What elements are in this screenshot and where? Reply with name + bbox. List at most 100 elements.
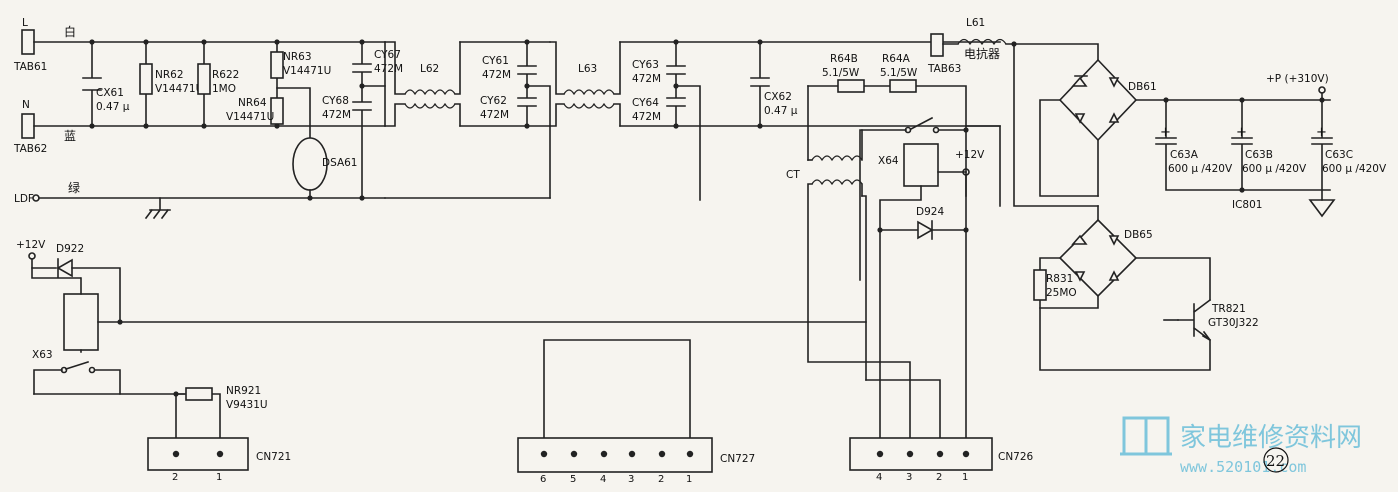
capacitor-cy67-cy68: CY67 472M CY68 472M bbox=[322, 39, 403, 201]
svg-text:V9431U: V9431U bbox=[226, 399, 268, 411]
svg-text:CY62: CY62 bbox=[480, 95, 507, 107]
current-transformer-ct: CT bbox=[786, 129, 911, 455]
varistor-nr64: NR64 V14471U bbox=[226, 97, 284, 129]
label-green-wire: 绿 bbox=[68, 180, 80, 195]
svg-text:X64: X64 bbox=[878, 155, 899, 167]
svg-text:2: 2 bbox=[658, 474, 664, 485]
capacitor-c63c: + C63C 600 μ /420V bbox=[1311, 97, 1387, 201]
svg-text:600 μ /420V: 600 μ /420V bbox=[1242, 163, 1307, 175]
svg-text:CY67: CY67 bbox=[374, 49, 401, 61]
ground-icon bbox=[1308, 199, 1336, 218]
label-tab61: TAB61 bbox=[13, 61, 47, 73]
svg-text:2: 2 bbox=[172, 472, 178, 483]
svg-text:5: 5 bbox=[570, 474, 576, 485]
svg-text:4: 4 bbox=[876, 472, 882, 483]
relay-switch-x63: X63 bbox=[32, 349, 185, 395]
label-n: N bbox=[22, 99, 30, 111]
svg-text:3: 3 bbox=[906, 472, 912, 483]
svg-text:+: + bbox=[1236, 125, 1247, 140]
svg-text:R64A: R64A bbox=[882, 53, 911, 65]
svg-text:472M: 472M bbox=[632, 73, 661, 85]
svg-text:472M: 472M bbox=[374, 63, 403, 75]
svg-text:0.47 μ: 0.47 μ bbox=[96, 101, 130, 113]
relay-coil-x63 bbox=[63, 277, 867, 353]
svg-text:D924: D924 bbox=[916, 206, 944, 218]
varistor-nr62: NR62 V14471U bbox=[139, 39, 203, 129]
svg-text:D922: D922 bbox=[56, 243, 84, 255]
resistor-r622: R622 1MO bbox=[197, 39, 239, 129]
svg-text:R622: R622 bbox=[212, 69, 239, 81]
choke-l62: L62 bbox=[384, 41, 461, 127]
label-ic801: IC801 bbox=[1232, 199, 1262, 211]
svg-text:C63A: C63A bbox=[1170, 149, 1199, 161]
svg-text:L62: L62 bbox=[420, 63, 439, 75]
svg-text:V14471U: V14471U bbox=[155, 83, 203, 95]
varistor-nr63: NR63 V14471U bbox=[270, 39, 331, 99]
svg-text:1: 1 bbox=[686, 474, 692, 485]
svg-text:DB61: DB61 bbox=[1128, 81, 1157, 93]
svg-text:CX61: CX61 bbox=[96, 87, 124, 99]
svg-text:600 μ /420V: 600 μ /420V bbox=[1322, 163, 1387, 175]
diode-d924: D924 bbox=[877, 206, 969, 240]
connector-cn727: 6 5 4 3 2 1 CN727 bbox=[517, 437, 755, 485]
svg-text:V14471U: V14471U bbox=[283, 65, 331, 77]
svg-text:TAB63: TAB63 bbox=[927, 63, 961, 75]
relay-coil-x64: X64 +12V bbox=[878, 143, 985, 455]
svg-text:R64B: R64B bbox=[830, 53, 858, 65]
svg-text:+P (+310V): +P (+310V) bbox=[1266, 73, 1329, 85]
connector-cn726: 4 3 2 1 CN726 bbox=[849, 437, 1034, 483]
svg-text:CX62: CX62 bbox=[764, 91, 792, 103]
svg-text:472M: 472M bbox=[632, 111, 661, 123]
resistor-r64b: R64B 5.1/5W bbox=[807, 53, 891, 93]
svg-text:DSA61: DSA61 bbox=[322, 157, 358, 169]
svg-text:472M: 472M bbox=[482, 69, 511, 81]
svg-text:472M: 472M bbox=[322, 109, 351, 121]
svg-text:+12V: +12V bbox=[955, 149, 985, 161]
label-tab62: TAB62 bbox=[13, 143, 47, 155]
inductor-l61: TAB63 L61 电抗器 bbox=[927, 17, 1099, 207]
output-node-310v: +P (+310V) bbox=[1266, 73, 1329, 101]
svg-text:2: 2 bbox=[936, 472, 942, 483]
ground-icon bbox=[144, 197, 171, 220]
svg-text:TR821: TR821 bbox=[1211, 303, 1246, 315]
svg-text:4: 4 bbox=[600, 474, 606, 485]
svg-text:1MO: 1MO bbox=[212, 83, 236, 95]
resistor-r831: R831 25MO bbox=[1033, 269, 1077, 301]
capacitor-c63b: + C63B 600 μ /420V bbox=[1231, 97, 1307, 193]
svg-text:X63: X63 bbox=[32, 349, 53, 361]
svg-text:0.47 μ: 0.47 μ bbox=[764, 105, 798, 117]
capacitor-cy61-cy62: CY61 472M CY62 472M bbox=[480, 39, 551, 199]
resistor-r64a: R64A 5.1/5W bbox=[880, 53, 967, 131]
svg-text:+: + bbox=[1316, 125, 1327, 140]
label-ldf: LDF bbox=[14, 193, 34, 205]
svg-text:CN726: CN726 bbox=[998, 451, 1034, 463]
capacitor-cx62: CX62 0.47 μ bbox=[750, 39, 798, 129]
relay-switch-x64 bbox=[859, 116, 969, 281]
svg-text:CY63: CY63 bbox=[632, 59, 659, 71]
svg-text:NR64: NR64 bbox=[238, 97, 267, 109]
capacitor-c63a: + C63A 600 μ /420V bbox=[1155, 97, 1331, 191]
svg-text:R831: R831 bbox=[1046, 273, 1073, 285]
svg-text:CN721: CN721 bbox=[256, 451, 291, 463]
svg-text:5.1/5W: 5.1/5W bbox=[822, 67, 860, 79]
label-white-wire: 白 bbox=[64, 24, 76, 39]
terminal-tab62: N TAB62 bbox=[13, 99, 47, 155]
svg-text:C63C: C63C bbox=[1325, 149, 1353, 161]
transistor-tr821: TR821 GT30J322 bbox=[1163, 298, 1259, 342]
svg-text:CN727: CN727 bbox=[720, 453, 755, 465]
svg-text:L63: L63 bbox=[578, 63, 597, 75]
svg-text:CY64: CY64 bbox=[632, 97, 659, 109]
svg-text:1: 1 bbox=[216, 472, 222, 483]
svg-text:DB65: DB65 bbox=[1124, 229, 1153, 241]
watermark: 家电维修资料网 www.520101.com 22 bbox=[1120, 416, 1362, 476]
svg-text:6: 6 bbox=[540, 474, 546, 485]
svg-text:L61: L61 bbox=[966, 17, 985, 29]
svg-text:NR62: NR62 bbox=[155, 69, 184, 81]
svg-text:GT30J322: GT30J322 bbox=[1208, 317, 1259, 329]
svg-text:25MO: 25MO bbox=[1046, 287, 1077, 299]
connector-cn721: 2 1 CN721 bbox=[147, 437, 291, 483]
svg-text:V14471U: V14471U bbox=[226, 111, 274, 123]
svg-text:电抗器: 电抗器 bbox=[964, 46, 1000, 61]
svg-text:C63B: C63B bbox=[1245, 149, 1273, 161]
